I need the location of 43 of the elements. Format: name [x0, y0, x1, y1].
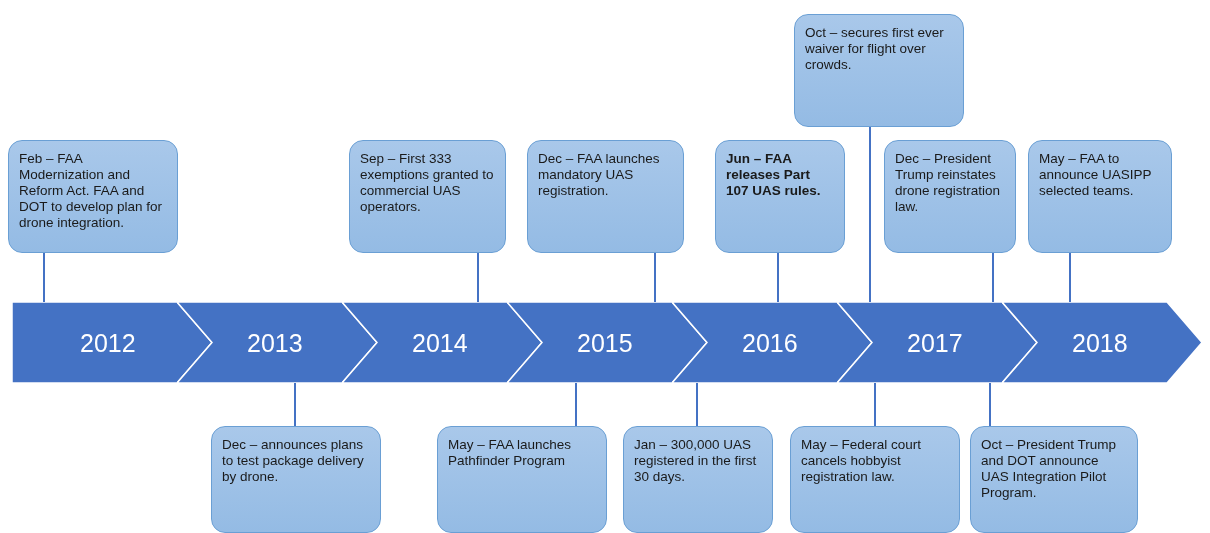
callout-text: Dec – FAA launches mandatory UAS registration. — [538, 151, 661, 199]
callout-text: Dec – announces plans to test package delivery by drone. — [222, 437, 365, 485]
callout-text: Feb – FAA Modernization and Reform Act. FAA and DOT to develop plan for drone integration. — [19, 151, 164, 231]
callout-box — [884, 140, 1016, 253]
callout-box — [527, 140, 684, 253]
leader-line — [294, 382, 296, 427]
callout-box — [623, 426, 773, 533]
callout-text: Oct – secures first ever waiver for flight over crowds. — [805, 25, 945, 73]
leader-line — [869, 126, 871, 303]
callout-text: May – FAA launches Pathfinder Program — [448, 437, 573, 469]
year-label: 2015 — [577, 328, 633, 358]
callout-box — [437, 426, 607, 533]
callout-text: Sep – First 333 exemptions granted to commercial UAS operators. — [360, 151, 495, 215]
year-label: 2018 — [1072, 328, 1128, 358]
leader-line — [477, 252, 479, 303]
callout-box — [1028, 140, 1172, 253]
leader-line — [43, 252, 45, 303]
callout-box — [8, 140, 178, 253]
leader-line — [777, 252, 779, 303]
leader-line — [992, 252, 994, 303]
leader-line — [989, 382, 991, 427]
callout-text: Jan – 300,000 UAS registered in the first 30 days. — [634, 437, 758, 485]
callout-text: May – FAA to announce UASIPP selected teams. — [1039, 151, 1153, 199]
leader-line — [696, 382, 698, 427]
leader-line — [1069, 252, 1071, 303]
callout-text: May – Federal court cancels hobbyist registration law. — [801, 437, 923, 485]
year-label: 2016 — [742, 328, 798, 358]
callout-text: Dec – President Trump reinstates drone registration law. — [895, 151, 1002, 215]
leader-line — [575, 382, 577, 427]
callout-box — [794, 14, 964, 127]
leader-line — [654, 252, 656, 303]
callout-box — [349, 140, 506, 253]
callout-box — [970, 426, 1138, 533]
year-label: 2012 — [80, 328, 136, 358]
leader-line — [874, 382, 876, 427]
callout-text: Oct – President Trump and DOT announce UAS Integration Pilot Program. — [981, 437, 1118, 501]
year-label: 2013 — [247, 328, 303, 358]
callout-box — [715, 140, 845, 253]
year-label: 2017 — [907, 328, 963, 358]
callout-box — [211, 426, 381, 533]
callout-text: Jun – FAA releases Part 107 UAS rules. — [726, 151, 822, 199]
callout-box — [790, 426, 960, 533]
year-label: 2014 — [412, 328, 468, 358]
